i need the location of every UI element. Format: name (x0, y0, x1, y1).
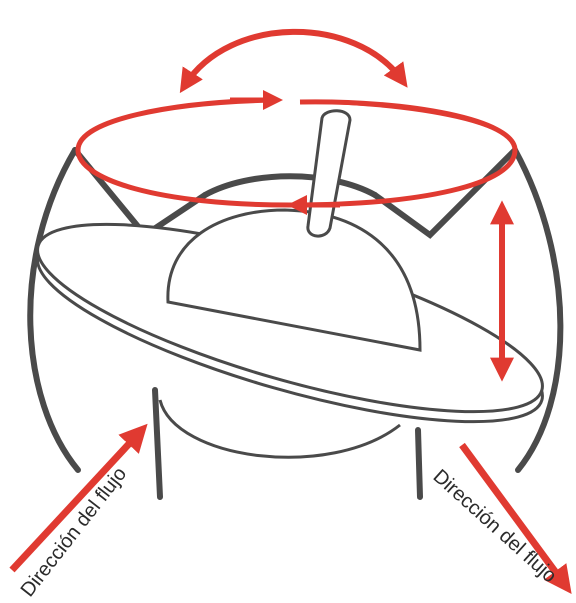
outlet-pipe-wall (418, 430, 420, 497)
inner-body-top (205, 176, 375, 195)
inlet-pipe-wall (155, 390, 160, 497)
precession-rotation-arrow-icon (78, 100, 515, 205)
stem (308, 111, 350, 236)
inlet-flow-arrow-icon (12, 432, 140, 570)
housing-right-arc (515, 150, 560, 470)
top-curved-double-arrow-icon (185, 32, 402, 85)
housing-left-arc (30, 150, 78, 470)
flow-in-label: Dirección del flujo (17, 463, 132, 601)
